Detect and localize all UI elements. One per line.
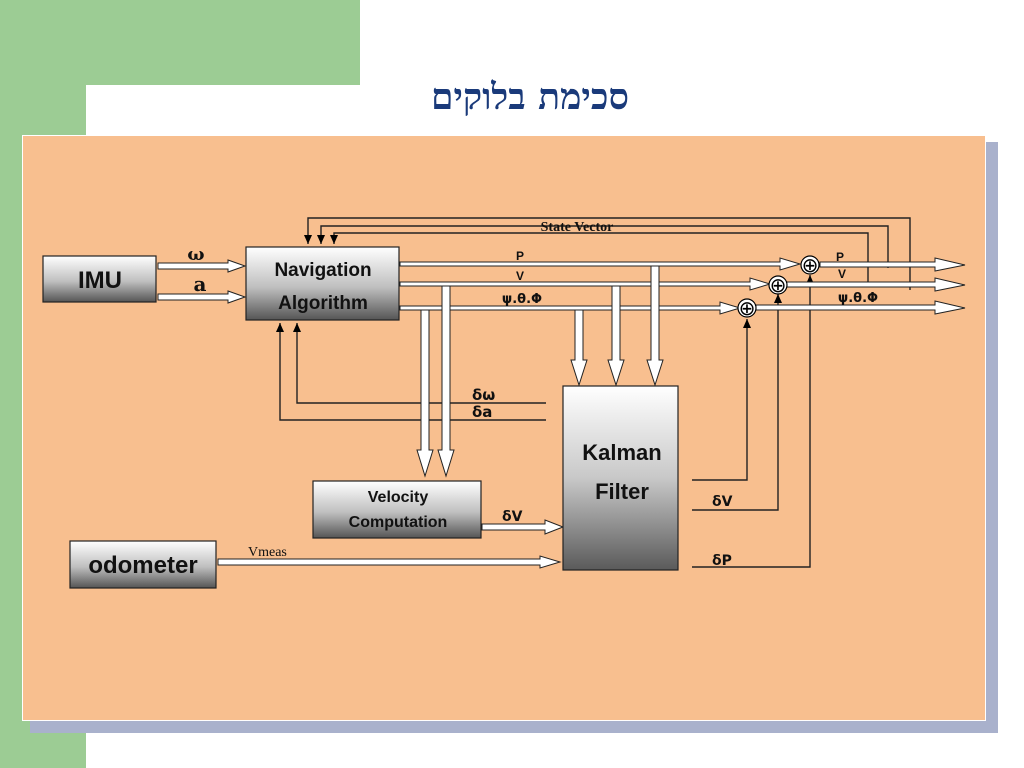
velocity-label-1: Velocity (368, 489, 429, 506)
measurement-arrows (217, 519, 565, 569)
kalman-label-2: Filter (595, 479, 649, 504)
vmeas-label: Vmeas (248, 545, 287, 560)
d-omega-label: δω (472, 386, 495, 404)
omega-label: ω (187, 244, 204, 265)
sum-junction-v: ⊕ (770, 273, 787, 297)
sum-junction-att: ⊕ (739, 296, 756, 320)
odometer-block (69, 540, 217, 589)
dv-velocity-label: δV (502, 509, 523, 525)
kalman-block (562, 385, 679, 571)
odometer-label: odometer (88, 552, 197, 579)
navigation-label-2: Algorithm (278, 293, 368, 314)
nav-output-arrows (399, 257, 802, 315)
dv-kalman-label: δV (712, 494, 733, 510)
state-vector-label: State Vector (541, 220, 614, 235)
d-a-label: δa (472, 403, 492, 421)
dp-kalman-label: δP (712, 553, 732, 569)
summing-junctions (737, 255, 820, 318)
a-label: a (194, 272, 207, 296)
imu-label: IMU (78, 267, 122, 294)
navigation-label-1: Navigation (274, 260, 371, 281)
attitude-out-label: ψ.θ.Φ (838, 291, 878, 306)
p-out-label: P (836, 250, 844, 264)
v-out-label: V (838, 267, 846, 281)
output-arrows (755, 257, 966, 315)
attitude-label: ψ.θ.Φ (502, 292, 542, 307)
state-vector-lines (276, 217, 911, 568)
down-arrows (416, 265, 664, 478)
header-decoration (0, 0, 360, 85)
slide-title: סכימת בלוקים (431, 76, 629, 118)
velocity-label-2: Computation (349, 514, 448, 531)
velocity-block (312, 480, 482, 539)
input-arrows (157, 259, 247, 304)
kalman-label-1: Kalman (582, 440, 661, 465)
sum-junction-p: ⊕ (802, 253, 819, 277)
p-label: P (516, 249, 524, 263)
navigation-block (245, 246, 400, 321)
imu-block (42, 255, 157, 303)
v-label: V (516, 269, 524, 283)
